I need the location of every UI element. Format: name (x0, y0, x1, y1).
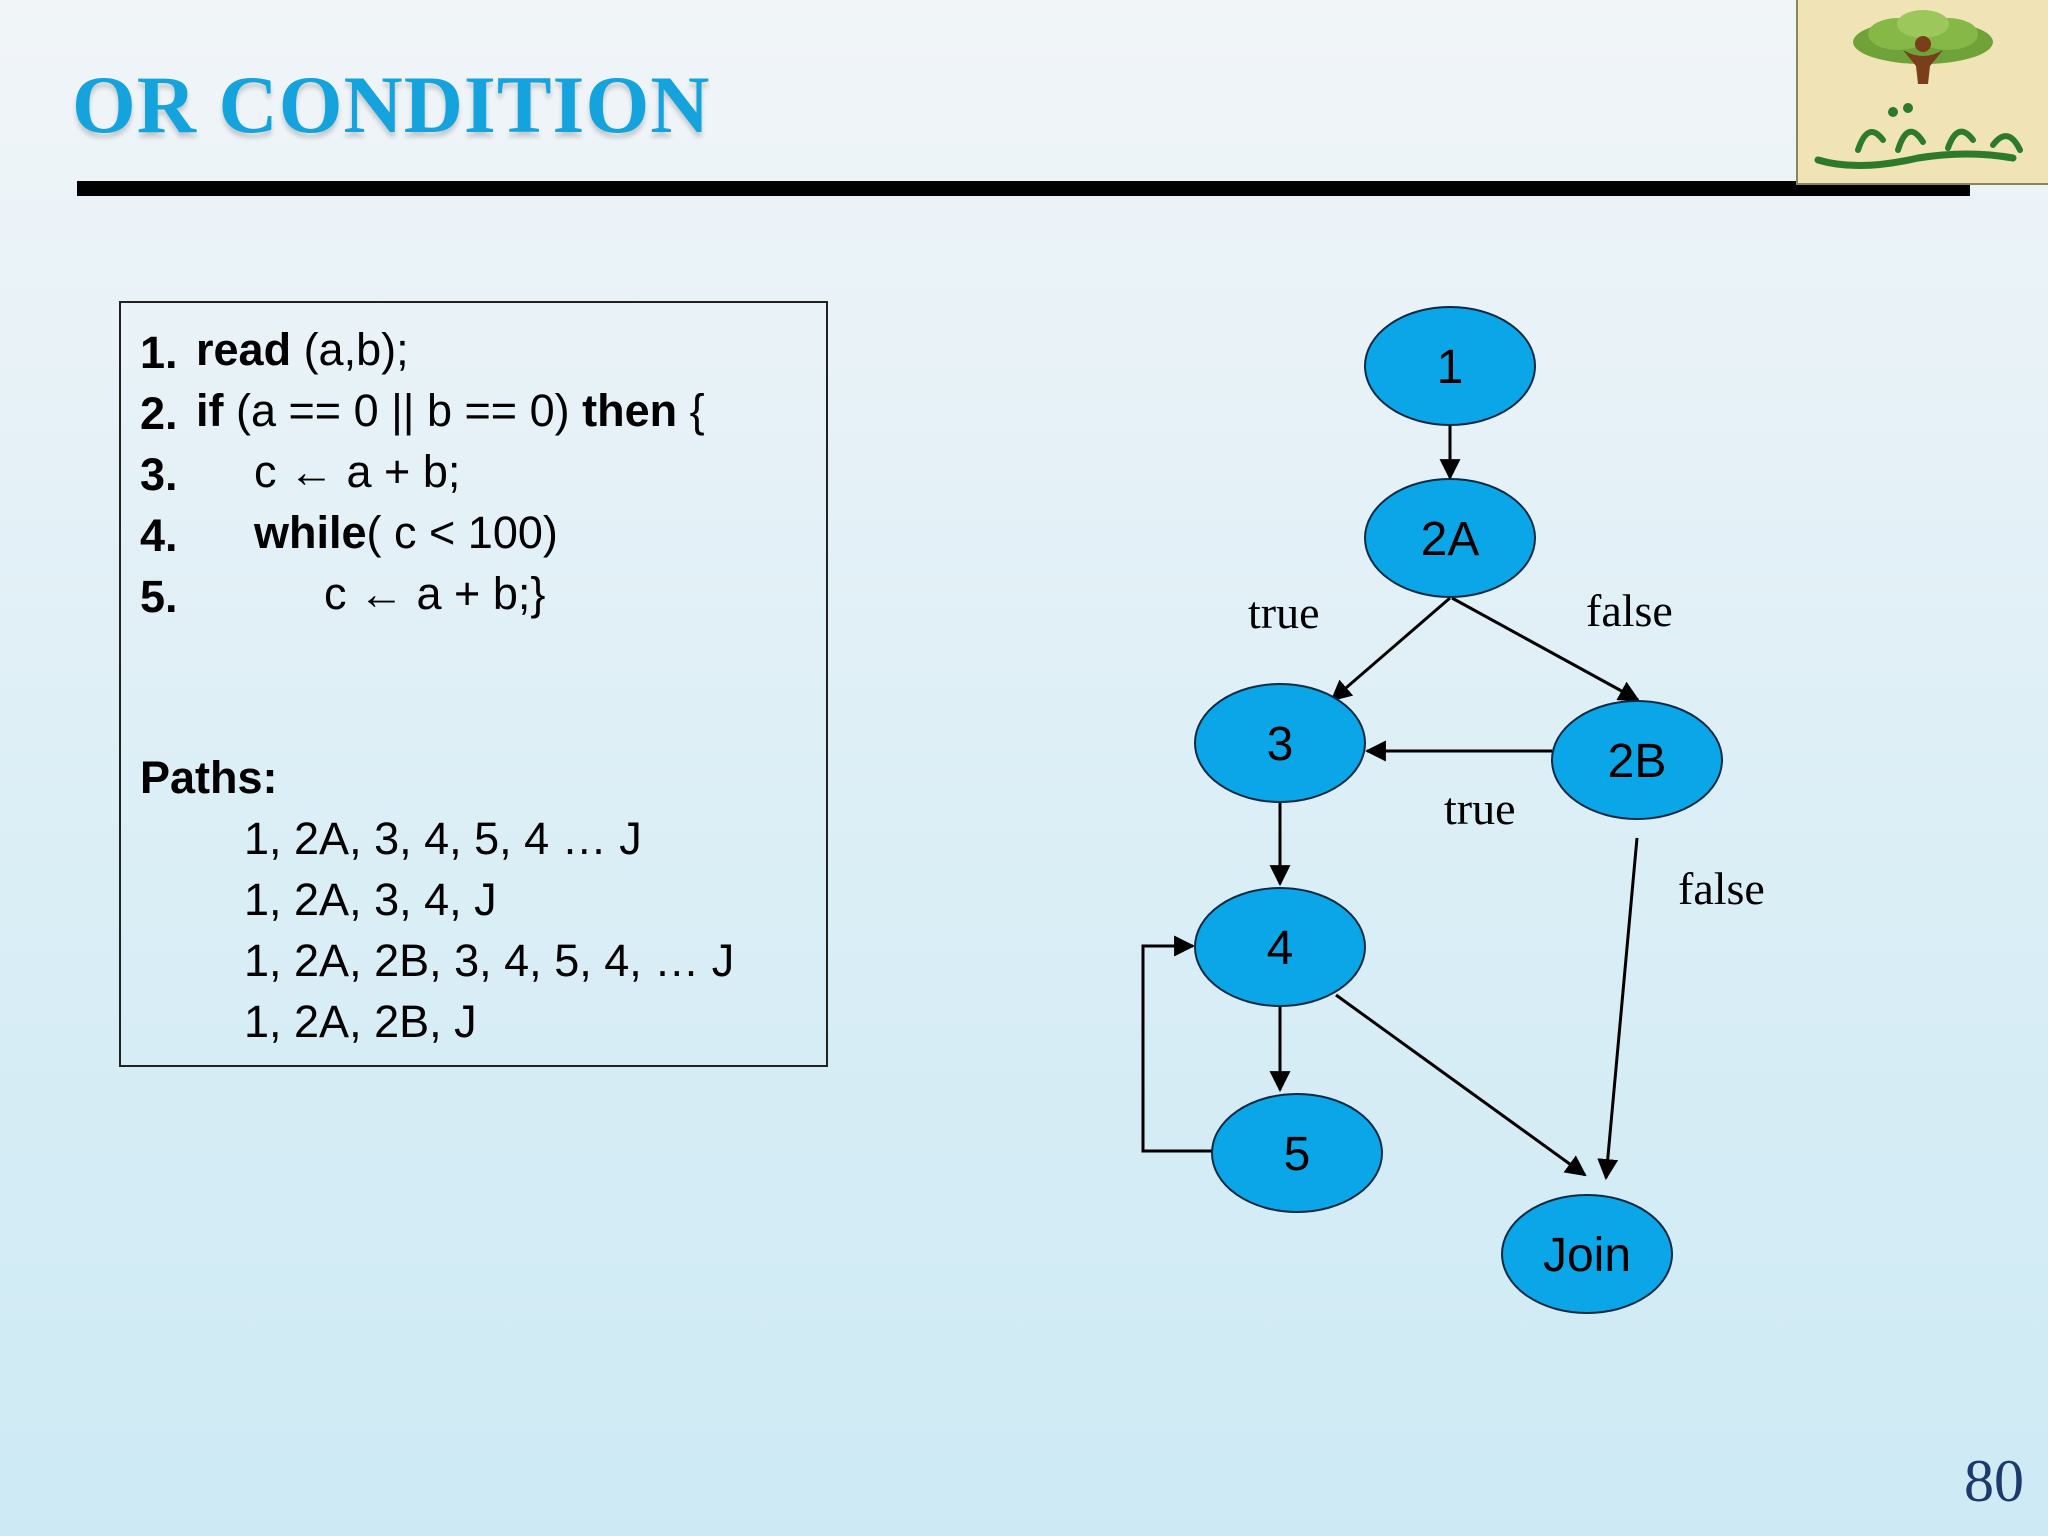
page-number: 80 (1964, 1448, 2024, 1514)
edge-4-join (1335, 993, 1587, 1177)
path-item: 1, 2A, 3, 4, 5, 4 … J (244, 813, 642, 864)
slide-title: OR CONDITION (72, 59, 711, 150)
node-2B-label: 2B (1608, 735, 1667, 788)
path-item: 1, 2A, 2B, J (244, 996, 477, 1047)
code-line-3: c ← a + b; (254, 446, 461, 497)
node-4-label: 4 (1267, 922, 1294, 975)
edge-5-4 (1141, 935, 1212, 1153)
node-3: 3 (1194, 683, 1366, 803)
logo (1796, 0, 2048, 185)
code-keyword: then (582, 385, 678, 436)
title-underline (77, 181, 1970, 196)
edge-label-2B-join: false (1678, 863, 1765, 914)
edge-label-2B-3: true (1444, 783, 1516, 834)
node-join-label: Join (1543, 1229, 1631, 1282)
node-2A-label: 2A (1421, 513, 1480, 566)
edge-2B-join (1597, 837, 1639, 1181)
node-2A: 2A (1364, 478, 1536, 598)
code-text: ( c < 100) (366, 507, 558, 558)
code-line-1-number: 1. (140, 327, 178, 378)
edge-2A-2B (1451, 596, 1640, 702)
node-5-label: 5 (1284, 1128, 1311, 1181)
code-line-4: while( c < 100) (254, 510, 558, 555)
code-keyword: while (254, 507, 367, 558)
code-keyword: if (196, 385, 224, 436)
node-1: 1 (1364, 306, 1536, 426)
paths-heading: Paths: (140, 752, 278, 803)
code-text: (a,b); (291, 324, 409, 375)
code-text: (a == 0 || b == 0) (223, 385, 583, 436)
code-line-5: c ← a + b;} (324, 568, 546, 619)
code-line-3-number: 3. (140, 449, 178, 500)
path-item: 1, 2A, 3, 4, J (244, 874, 497, 925)
edge-label-2A-3: true (1248, 587, 1320, 638)
node-5: 5 (1211, 1093, 1383, 1213)
edge-label-2A-2B: false (1586, 585, 1673, 636)
code-box (119, 301, 828, 1067)
node-4: 4 (1194, 887, 1366, 1007)
node-3-label: 3 (1267, 718, 1294, 771)
code-line-2: if (a == 0 || b == 0) then { (196, 388, 705, 433)
node-2B: 2B (1551, 700, 1723, 820)
edge-2A-3 (1330, 596, 1451, 702)
code-line-1: read (a,b); (196, 327, 409, 372)
node-join: Join (1501, 1194, 1673, 1314)
code-line-2-number: 2. (140, 388, 178, 439)
code-keyword: read (196, 324, 292, 375)
path-item: 1, 2A, 2B, 3, 4, 5, 4, … J (244, 935, 735, 986)
code-text: { (677, 385, 705, 436)
node-1-label: 1 (1437, 341, 1464, 394)
code-line-5-number: 5. (140, 571, 178, 622)
code-line-4-number: 4. (140, 510, 178, 561)
